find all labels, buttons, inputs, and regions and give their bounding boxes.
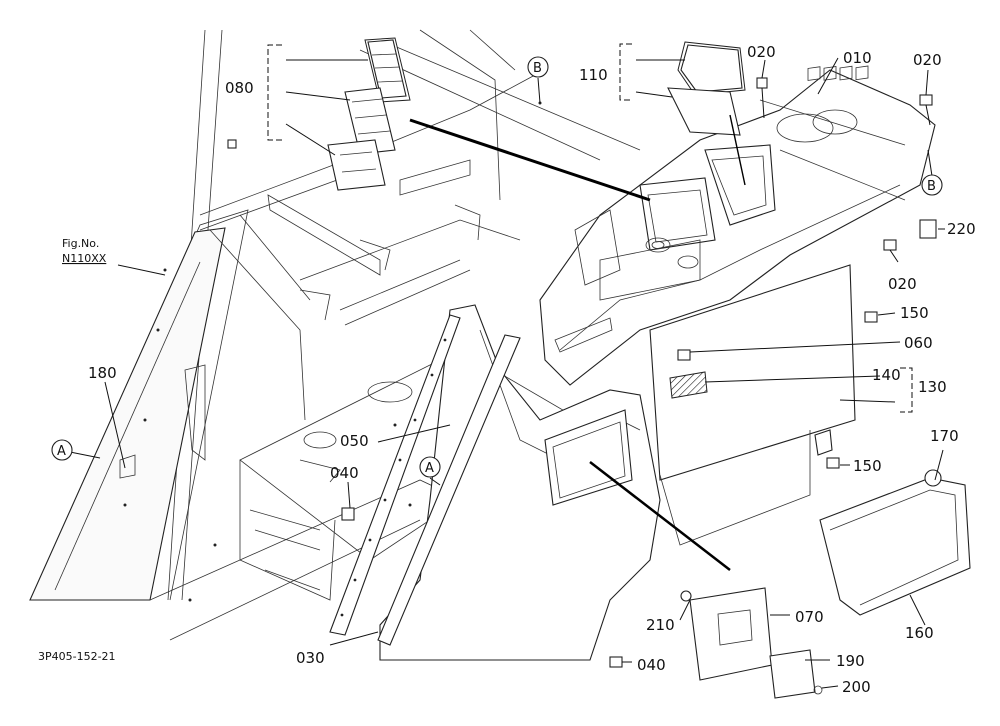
fig-ref-line2: N110XX [62, 252, 107, 265]
label-210: 210 [646, 616, 675, 634]
label-060: 060 [904, 334, 933, 352]
label-160: 160 [905, 624, 934, 642]
fig-ref-line1: Fig.No. [62, 237, 99, 250]
ref-marker-b-top: B [533, 61, 542, 76]
label-130: 130 [918, 378, 947, 396]
label-050: 050 [340, 432, 369, 450]
ref-marker-a-mid: A [425, 461, 434, 476]
label-150-mid: 150 [853, 457, 882, 475]
label-170: 170 [930, 427, 959, 445]
label-190: 190 [836, 652, 865, 670]
bolts [227, 77, 933, 668]
part-labels: 010 020 020 020 030 040 040 050 060 070 … [88, 43, 976, 696]
label-200: 200 [842, 678, 871, 696]
console-lower [329, 304, 661, 661]
lower-parts [680, 219, 971, 699]
figure-reference: Fig.No. N110XX [62, 237, 107, 265]
label-110: 110 [579, 66, 608, 84]
label-010: 010 [843, 49, 872, 67]
drawing-id: 3P405-152-21 [38, 650, 116, 663]
label-020-top: 020 [747, 43, 776, 61]
cover-110 [667, 41, 746, 136]
label-020-right: 020 [913, 51, 942, 69]
ref-marker-b-right: B [927, 179, 936, 194]
label-150-top: 150 [900, 304, 929, 322]
reference-markers: B B A A [51, 56, 943, 478]
label-040-left: 040 [330, 464, 359, 482]
cab-frame [29, 29, 641, 641]
label-020-mid: 020 [888, 275, 917, 293]
label-220: 220 [947, 220, 976, 238]
label-040-bottom: 040 [637, 656, 666, 674]
pedal-pads [327, 37, 411, 191]
label-070: 070 [795, 608, 824, 626]
leader-lines [69, 43, 945, 689]
label-030: 030 [296, 649, 325, 667]
console-upper [539, 65, 936, 546]
label-180: 180 [88, 364, 117, 382]
label-080: 080 [225, 79, 254, 97]
ref-marker-a-left: A [57, 444, 66, 459]
label-140: 140 [872, 366, 901, 384]
